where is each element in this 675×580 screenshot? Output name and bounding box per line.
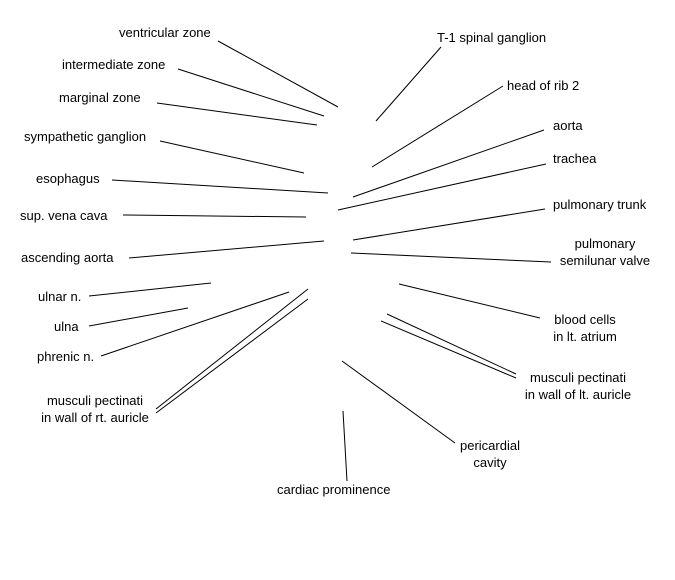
label-trachea: trachea (553, 151, 597, 166)
label-pulmonary-semilunar-valve: pulmonary semilunar valve (559, 236, 651, 268)
leader-line-phrenic-n (100, 291, 290, 357)
leader-line-marginal-zone (156, 102, 318, 126)
label-sup-vena-cava: sup. vena cava (20, 208, 108, 223)
label-marginal-zone: marginal zone (59, 90, 141, 105)
label-pulmonary-trunk: pulmonary trunk (553, 197, 647, 212)
leader-line-ulnar-n (88, 282, 212, 297)
leader-line-cardiac-prominence (342, 410, 348, 482)
leader-line-pulmonary-semilunar-valve (350, 252, 552, 263)
label-pericardial-cavity: pericardial cavity (460, 438, 520, 470)
leader-line-aorta (352, 129, 545, 198)
leader-line-head-of-rib-2 (371, 85, 504, 168)
label-aorta: aorta (553, 118, 583, 133)
leader-line-esophagus (111, 179, 329, 194)
label-sympathetic-ganglion: sympathetic ganglion (24, 129, 147, 144)
label-musculi-pectinati-rt-auricle: musculi pectinati in wall of rt. auricle (41, 393, 149, 425)
leader-line-musculi-pectinati-rt-2 (155, 298, 309, 414)
leader-line-intermediate-zone (177, 68, 325, 117)
leader-line-ascending-aorta (128, 240, 325, 259)
leader-line-ventricular-zone (217, 40, 339, 108)
leader-line-ulna (88, 307, 189, 327)
label-cardiac-prominence: cardiac prominence (277, 482, 391, 497)
leader-line-musculi-pectinati-lt-1 (386, 313, 517, 375)
label-intermediate-zone: intermediate zone (62, 57, 166, 72)
leader-line-sympathetic-ganglion (159, 140, 305, 174)
leader-line-musculi-pectinati-rt-1 (155, 288, 309, 410)
leader-line-pulmonary-trunk (352, 208, 546, 241)
label-ventricular-zone: ventricular zone (119, 25, 211, 40)
leader-line-t1-spinal-ganglion (375, 46, 442, 122)
label-ulnar-n: ulnar n. (38, 289, 82, 304)
leader-line-blood-cells-lt-atrium (398, 283, 541, 319)
label-ulna: ulna (54, 319, 79, 334)
leader-line-sup-vena-cava (122, 214, 307, 218)
label-esophagus: esophagus (36, 171, 100, 186)
label-phrenic-n: phrenic n. (37, 349, 95, 364)
label-t1-spinal-ganglion: T-1 spinal ganglion (437, 30, 547, 45)
label-musculi-pectinati-lt-auricle: musculi pectinati in wall of lt. auricle (524, 370, 632, 402)
label-ascending-aorta: ascending aorta (21, 250, 114, 265)
leader-line-pericardial-cavity (341, 360, 456, 444)
leader-line-musculi-pectinati-lt-2 (380, 320, 517, 379)
label-blood-cells-lt-atrium: blood cells in lt. atrium (553, 312, 617, 344)
label-head-of-rib-2: head of rib 2 (507, 78, 580, 93)
leader-line-trachea (337, 163, 547, 211)
